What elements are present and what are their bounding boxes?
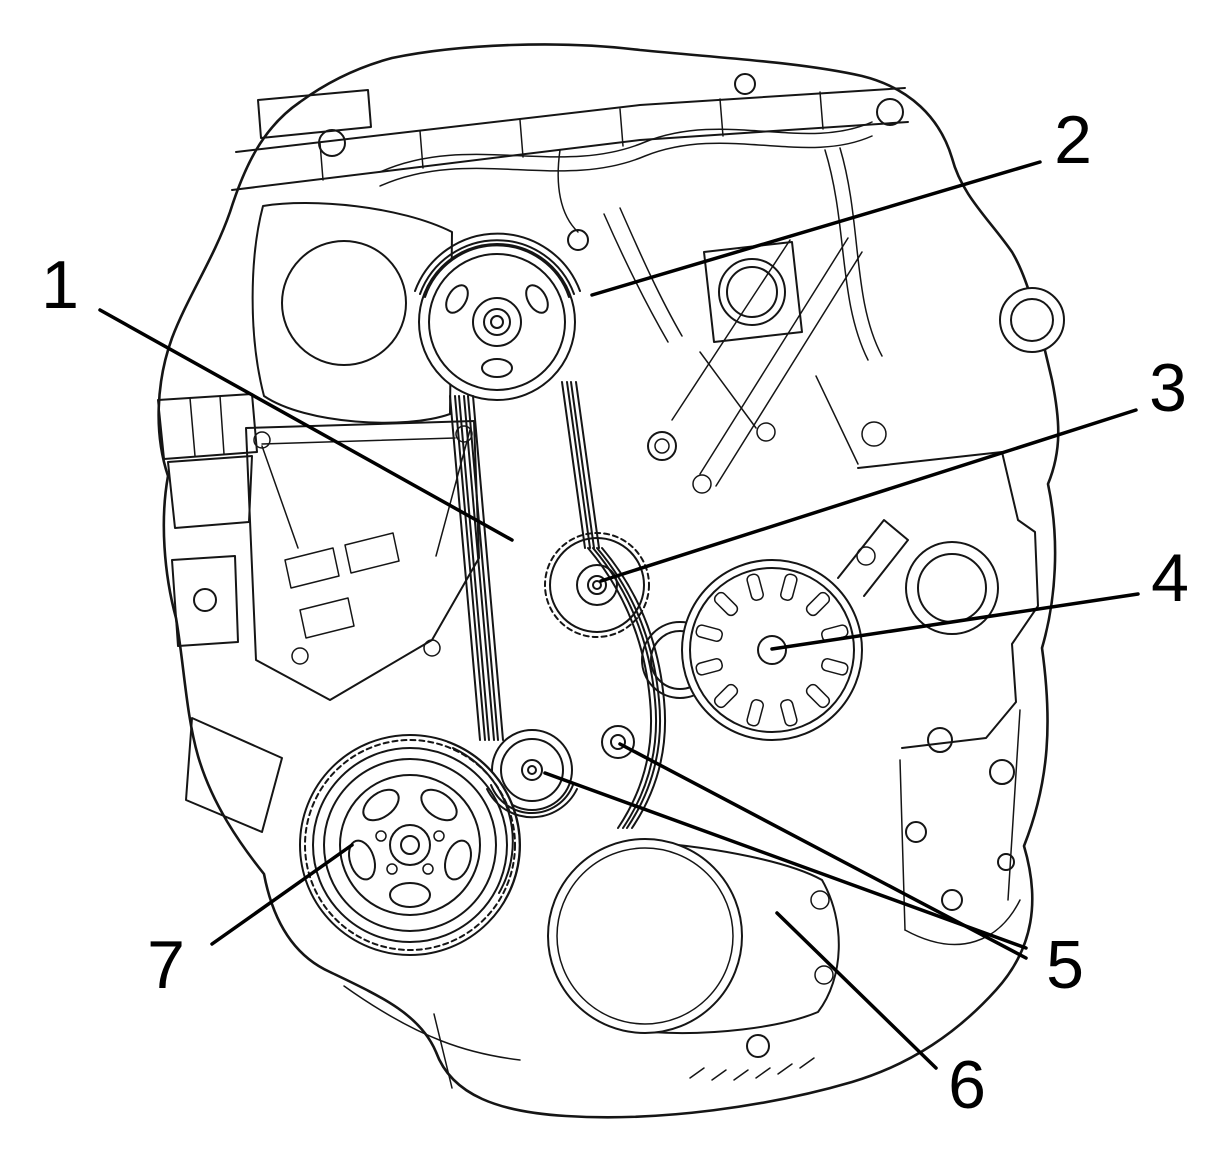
- callout-leader-line-5: [618, 742, 1028, 960]
- callout-number-7: 7: [147, 927, 185, 1003]
- accessory-bracket: [245, 420, 480, 701]
- callout-leader-line-5: [543, 771, 1028, 950]
- oil-pan: [343, 985, 815, 1089]
- callout-leader-line-6: [775, 911, 938, 1070]
- engine-block-right: [857, 287, 1065, 946]
- left-engine-components: [157, 393, 283, 833]
- idler-pulley: [491, 729, 573, 811]
- engine-illustration: [157, 43, 1065, 1119]
- valve-cover-assembly: [231, 73, 909, 361]
- callout-number-5: 5: [1046, 927, 1084, 1003]
- callout-number-2: 2: [1054, 102, 1092, 178]
- drive-belt: [414, 232, 667, 901]
- callout-number-4: 4: [1151, 540, 1189, 616]
- callout-leader-line-1: [98, 308, 514, 542]
- callout-number-1: 1: [41, 247, 79, 323]
- alternator: [641, 519, 909, 741]
- ac-compressor: [547, 838, 840, 1058]
- callout-leader-line-7: [210, 843, 354, 946]
- callout-number-6: 6: [948, 1047, 986, 1123]
- power-steering-pump-pulley: [418, 243, 576, 401]
- crankshaft-pulley: [299, 734, 521, 956]
- tensioner-bolt: [601, 725, 635, 759]
- callout-leader-line-3: [599, 408, 1138, 583]
- callout-number-3: 3: [1149, 350, 1187, 426]
- front-cover-bracket: [251, 202, 453, 424]
- callout-leader-line-4: [770, 592, 1140, 651]
- callout-layer: 1 2 3 4 56 7: [41, 102, 1189, 1123]
- callout-leader-line-2: [590, 160, 1042, 297]
